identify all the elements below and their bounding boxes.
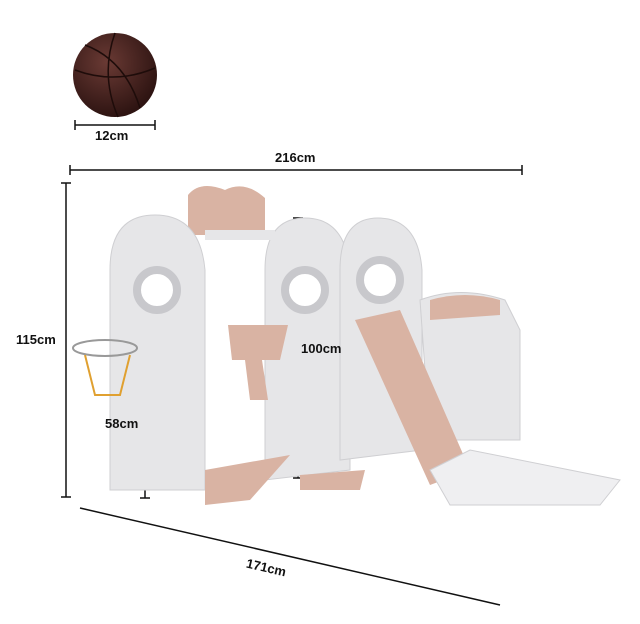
playset [72, 186, 621, 506]
ball-diameter-label: 12cm [95, 128, 129, 143]
total-length-label: 216cm [275, 150, 316, 165]
swing-height-label: 100cm [301, 341, 342, 356]
total-height-label: 115cm [16, 332, 56, 347]
hoop-height-label: 58cm [105, 416, 139, 431]
basketball-icon [73, 32, 157, 118]
